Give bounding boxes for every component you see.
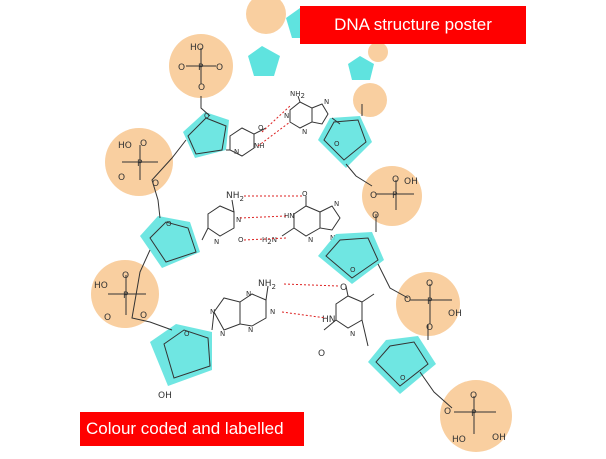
label-n: N	[270, 308, 275, 316]
phosphate-group-right-2: P O OH O O	[396, 272, 462, 336]
label-n: N	[236, 216, 241, 224]
label-o: O	[122, 271, 129, 281]
label-terminal-oh: OH	[158, 391, 172, 401]
label-o: O	[198, 83, 205, 93]
label-n: N	[350, 330, 355, 338]
label-o: O	[140, 311, 147, 321]
phosphate-group-left-2: HO P O O O	[105, 128, 173, 196]
base-guanine	[281, 196, 341, 237]
label-hn: HN	[284, 212, 295, 220]
label-n: N	[246, 290, 251, 298]
label-ho: HO	[190, 43, 204, 53]
base-adenine	[211, 285, 269, 331]
base-thymine-left	[226, 127, 267, 157]
label-o: O	[104, 313, 111, 323]
label-o: O	[444, 407, 451, 417]
label-o: O	[178, 63, 185, 73]
label-nh: NH	[254, 142, 265, 150]
label-sugar-o: O	[184, 330, 190, 338]
label-o: O	[340, 283, 347, 293]
label-o: O	[404, 295, 411, 305]
label-p: P	[392, 191, 398, 201]
label-n: N	[302, 128, 307, 136]
label-o: O	[140, 139, 147, 149]
sugar-right-2: O	[318, 232, 384, 284]
label-nh2: NH2	[290, 90, 305, 100]
label-nh2: NH2	[258, 279, 276, 291]
label-oh: OH	[492, 433, 506, 443]
label-ho: HO	[452, 435, 466, 445]
label-o: O	[392, 175, 399, 185]
label-n: N	[330, 234, 335, 242]
label-o: O	[370, 191, 377, 201]
phosphate-group-right-1: P O OH O O	[362, 166, 422, 226]
phosphate-circle-top-partial	[246, 0, 286, 34]
label-p: P	[427, 297, 433, 307]
label-p: P	[198, 63, 204, 73]
label-o: O	[152, 179, 159, 189]
sugar-pentagon-float-left	[248, 46, 280, 76]
label-n: N	[334, 200, 339, 208]
sugar-left-2: O	[140, 216, 200, 268]
label-sugar-o: O	[334, 140, 340, 148]
label-n: N	[210, 308, 215, 316]
label-o: O	[426, 279, 433, 289]
label-o: O	[238, 236, 244, 244]
label-n: N	[248, 326, 253, 334]
label-h2n: H2N	[262, 236, 277, 246]
label-sugar-o: O	[204, 112, 210, 120]
label-sugar-o: O	[400, 374, 406, 382]
label-n: N	[308, 236, 313, 244]
sugar-right-3: O	[368, 336, 436, 394]
label-o: O	[258, 124, 264, 132]
label-o: O	[216, 63, 223, 73]
hydrogen-bonds	[239, 105, 339, 319]
backbone-left	[131, 96, 211, 331]
label-p: P	[123, 291, 129, 301]
phosphate-group-right-3: P O O OH HO	[440, 380, 512, 452]
label-p: P	[471, 409, 477, 419]
base-thymine-right	[323, 285, 375, 347]
label-ho: HO	[94, 281, 108, 291]
sugar-left-3: O OH	[150, 324, 212, 401]
label-sugar-o: O	[166, 220, 172, 228]
label-hn: HN	[322, 315, 336, 325]
backbone-right	[331, 104, 453, 409]
label-n: N	[324, 98, 329, 106]
base-adenine-right	[289, 95, 329, 129]
title-banner: DNA structure poster	[300, 6, 526, 44]
label-p: P	[137, 159, 143, 169]
phosphate-group-left-1: HO P O O O	[169, 34, 233, 98]
phosphate-group-left-3: HO P O O O	[91, 260, 159, 328]
phosphate-circle-right-top	[353, 83, 387, 117]
label-n: N	[284, 112, 289, 120]
base-cytosine	[201, 199, 235, 241]
label-n: N	[234, 148, 239, 156]
label-n: N	[214, 238, 219, 246]
label-o: O	[426, 323, 433, 333]
label-nh2: NH2	[226, 191, 244, 203]
label-o: O	[318, 349, 325, 359]
sugar-pentagon-float-right	[348, 56, 374, 80]
sugar-left-1: O	[183, 112, 229, 158]
caption-banner: Colour coded and labelled	[80, 412, 304, 446]
label-o: O	[118, 173, 125, 183]
phosphate-circle-float-right	[368, 42, 388, 62]
label-ho: HO	[118, 141, 132, 151]
label-sugar-o: O	[350, 266, 356, 274]
label-o: O	[470, 391, 477, 401]
label-oh: OH	[404, 177, 418, 187]
sugar-right-1: O	[318, 116, 372, 168]
label-o: O	[302, 190, 308, 198]
label-n: N	[220, 330, 225, 338]
label-oh: OH	[448, 309, 462, 319]
